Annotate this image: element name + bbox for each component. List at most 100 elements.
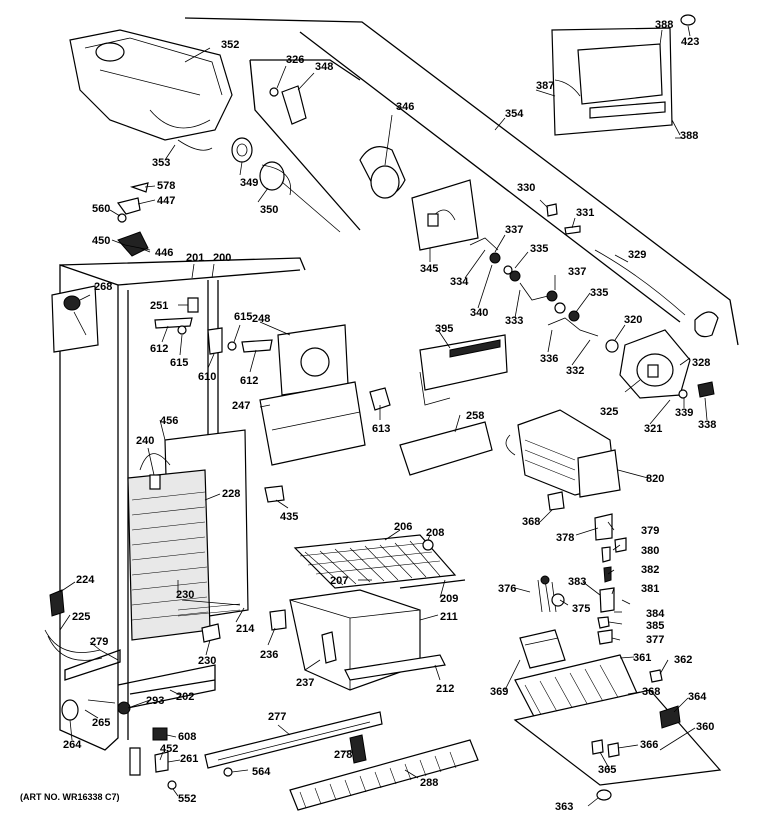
part-label-610: 610	[198, 371, 216, 383]
part-label-564: 564	[252, 766, 271, 778]
part-label-350: 350	[260, 204, 278, 216]
part-label-321: 321	[644, 423, 662, 435]
part-label-247: 247	[232, 400, 250, 412]
bracket-435	[264, 485, 285, 503]
freezer-frame	[59, 257, 306, 751]
part-label-325: 325	[600, 406, 618, 418]
part-label-352: 352	[221, 39, 239, 51]
part-label-279: 279	[90, 636, 108, 648]
part-label-363: 363	[555, 801, 573, 813]
air-duct	[259, 324, 391, 466]
heater-leads	[44, 589, 119, 661]
part-label-331: 331	[576, 207, 594, 219]
icemaker-mount	[411, 179, 479, 251]
part-label-335: 335	[530, 243, 548, 255]
part-label-381: 381	[641, 583, 659, 595]
part-label-230: 230	[198, 655, 216, 667]
part-label-333: 333	[505, 315, 523, 327]
part-label-237: 237	[296, 677, 314, 689]
part-label-423: 423	[681, 36, 699, 48]
part-label-375: 375	[572, 603, 590, 615]
part-label-334: 334	[450, 276, 469, 288]
part-label-207: 207	[330, 575, 348, 587]
part-label-615: 615	[234, 311, 252, 323]
slide-rail	[204, 711, 383, 777]
part-label-378: 378	[556, 532, 574, 544]
dispenser-door	[551, 14, 696, 139]
part-label-369: 369	[490, 686, 508, 698]
part-label-388: 388	[655, 19, 673, 31]
part-label-326: 326	[286, 54, 304, 66]
part-label-336: 336	[540, 353, 558, 365]
icemaker-cover	[399, 421, 493, 476]
lower-clips	[201, 623, 221, 643]
part-label-384: 384	[646, 608, 665, 620]
part-label-456: 456	[160, 415, 178, 427]
part-label-608: 608	[178, 731, 196, 743]
water-valve-parts	[537, 513, 631, 645]
part-label-353: 353	[152, 157, 170, 169]
part-label-337: 337	[505, 224, 523, 236]
part-label-337: 337	[568, 266, 586, 278]
part-label-214: 214	[236, 623, 255, 635]
part-label-368: 368	[642, 686, 660, 698]
part-label-379: 379	[641, 525, 659, 537]
part-label-366: 366	[640, 739, 658, 751]
cabinet-outline	[184, 17, 739, 346]
part-label-268: 268	[94, 281, 112, 293]
thermostat	[51, 285, 99, 353]
part-label-348: 348	[315, 61, 333, 73]
part-label-346: 346	[396, 101, 414, 113]
art-number: (ART NO. WR16338 C7)	[20, 792, 120, 802]
part-label-228: 228	[222, 488, 240, 500]
part-label-376: 376	[498, 583, 516, 595]
part-label-552: 552	[178, 793, 196, 805]
part-label-615: 615	[170, 357, 188, 369]
part-label-288: 288	[420, 777, 438, 789]
part-label-388: 388	[680, 130, 698, 142]
part-label-338: 338	[698, 419, 716, 431]
auger-assembly	[231, 85, 406, 233]
part-label-265: 265	[92, 717, 110, 729]
part-label-345: 345	[420, 263, 438, 275]
part-label-340: 340	[470, 307, 488, 319]
water-valve	[513, 629, 722, 801]
part-label-435: 435	[280, 511, 298, 523]
leader-lines	[59, 25, 708, 807]
part-label-209: 209	[440, 593, 458, 605]
part-label-258: 258	[466, 410, 484, 422]
evaporator	[127, 429, 249, 641]
part-label-339: 339	[675, 407, 693, 419]
small-clips	[116, 182, 151, 257]
part-label-447: 447	[157, 195, 175, 207]
part-label-349: 349	[240, 177, 258, 189]
part-label-362: 362	[674, 654, 692, 666]
part-label-236: 236	[260, 649, 278, 661]
part-label-240: 240	[136, 435, 154, 447]
part-label-361: 361	[633, 652, 651, 664]
part-label-395: 395	[435, 323, 453, 335]
part-label-335: 335	[590, 287, 608, 299]
part-label-452: 452	[160, 743, 178, 755]
part-label-211: 211	[440, 611, 458, 623]
part-label-278: 278	[334, 749, 352, 761]
part-label-332: 332	[566, 365, 584, 377]
part-label-612: 612	[240, 375, 258, 387]
part-label-328: 328	[692, 357, 710, 369]
part-label-224: 224	[76, 574, 95, 586]
bracket-368	[547, 491, 565, 511]
damper-parts	[154, 297, 273, 355]
part-label-578: 578	[157, 180, 175, 192]
part-label-560: 560	[92, 203, 110, 215]
part-label-820: 820	[646, 473, 664, 485]
part-label-329: 329	[628, 249, 646, 261]
wire-shelf	[293, 534, 466, 589]
part-label-377: 377	[646, 634, 664, 646]
control-panel	[419, 334, 508, 406]
part-label-248: 248	[252, 313, 270, 325]
part-label-320: 320	[624, 314, 642, 326]
ice-bucket	[69, 29, 233, 151]
part-label-206: 206	[394, 521, 412, 533]
